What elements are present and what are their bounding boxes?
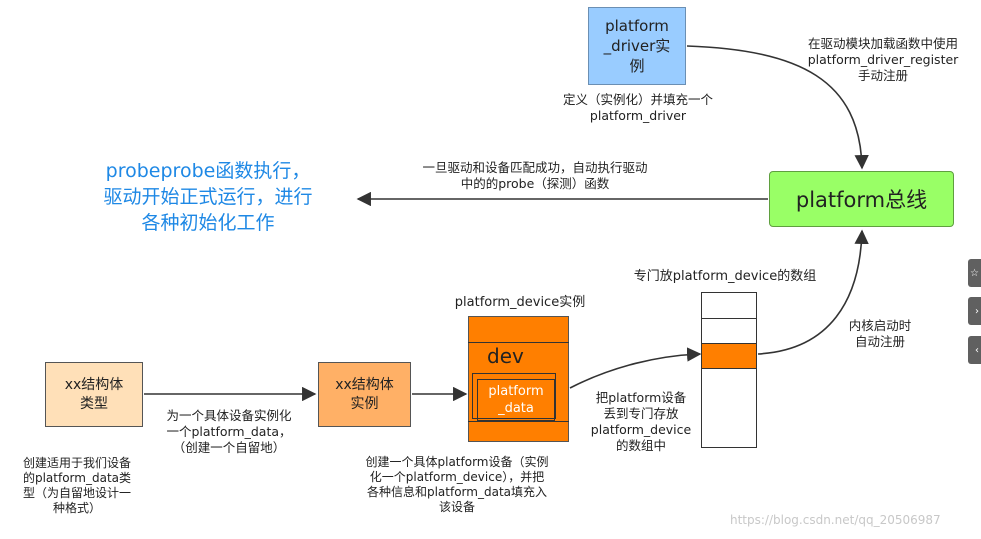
platform-bus-box: platform总线: [769, 171, 954, 227]
platform-driver-caption: 定义（实例化）并填充一个 platform_driver: [562, 92, 713, 123]
platform-device-title: platform_device实例: [454, 295, 586, 310]
platform-device-top-band: [468, 342, 569, 343]
xx-struct-type-box: xx结构体 类型: [45, 362, 143, 427]
platform-data-box: platform _data: [477, 379, 555, 421]
xx-struct-type-caption: 创建适用于我们设备 的platform_data类 型（为自留地设计一 种格式）: [22, 456, 132, 515]
register-arrow: [686, 45, 869, 170]
platform-device-box: dev platform _data: [468, 316, 569, 442]
watermark: https://blog.csdn.net/qq_20506987: [730, 513, 941, 527]
array-slot-2: [702, 343, 756, 344]
array-title: 专门放platform_device的数组: [633, 269, 817, 284]
dev-label: dev: [487, 344, 524, 368]
xx-struct-instance-caption: 创建一个具体platform设备（实例 化一个platform_device），…: [365, 455, 549, 514]
put-arrow: [569, 347, 702, 389]
probe-note: 一旦驱动和设备匹配成功，自动执行驱动 中的的probe（探测）函数: [422, 160, 648, 191]
instantiate-note: 为一个具体设备实例化 一个platform_data， （创建一个自留地）: [166, 408, 292, 455]
share-icon[interactable]: ☆: [968, 259, 981, 287]
platform-device-array: [701, 292, 757, 448]
kernel-register-arrow: [757, 229, 869, 355]
array-slot-1: [702, 318, 756, 319]
probe-result-text: probeprobe函数执行， 驱动开始正式运行，进行 各种初始化工作: [103, 160, 313, 234]
dev-inner-box: [472, 373, 556, 419]
platform-driver-box: platform _driver实 例: [588, 7, 686, 85]
chevron-icon[interactable]: ›: [968, 297, 981, 325]
platform-device-bottom-band: [468, 421, 569, 422]
array-slot-filled: [702, 344, 756, 369]
register-note: 在驱动模块加载函数中使用 platform_driver_register 手动…: [807, 36, 959, 83]
back-icon[interactable]: ‹: [968, 336, 981, 364]
kernel-register-note: 内核启动时 自动注册: [848, 318, 912, 349]
xx-struct-instance-box: xx结构体 实例: [318, 362, 411, 427]
put-into-array-note: 把platform设备 丢到专门存放 platform_device 的数组中: [590, 390, 692, 453]
